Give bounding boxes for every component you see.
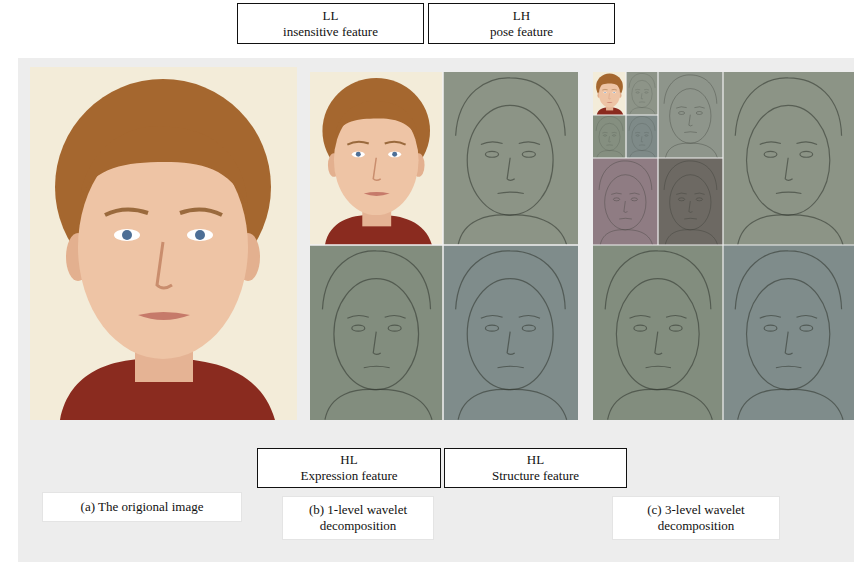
subband-name: LL — [323, 8, 339, 24]
subband-label-box: HLStructure feature — [444, 448, 627, 488]
one-level-decomposition — [310, 72, 578, 420]
original-face-image — [30, 67, 297, 420]
label-text: (c) 3-level wavelet decomposition — [621, 502, 771, 533]
subfigure-caption: (b) 1-level wavelet decomposition — [282, 496, 434, 540]
three-level-decomposition — [593, 72, 854, 420]
subband-label-box: LHpose feature — [428, 3, 615, 44]
label-text: insensitive feature — [283, 24, 378, 40]
subfigure-caption: (a) The origional image — [42, 492, 242, 522]
label-text: Expression feature — [300, 468, 397, 484]
subband-name: HL — [527, 452, 544, 468]
subband-name: LH — [513, 8, 530, 24]
subfigure-caption: (c) 3-level wavelet decomposition — [612, 496, 780, 540]
subband-name: HL — [340, 452, 357, 468]
subband-label-box: HLExpression feature — [257, 448, 441, 488]
label-text: pose feature — [490, 24, 553, 40]
subband-label-box: LLinsensitive feature — [237, 3, 424, 44]
label-text: (a) The origional image — [81, 499, 204, 515]
label-text: (b) 1-level wavelet decomposition — [291, 502, 425, 533]
figure-ground — [18, 58, 854, 562]
label-text: Structure feature — [492, 468, 579, 484]
